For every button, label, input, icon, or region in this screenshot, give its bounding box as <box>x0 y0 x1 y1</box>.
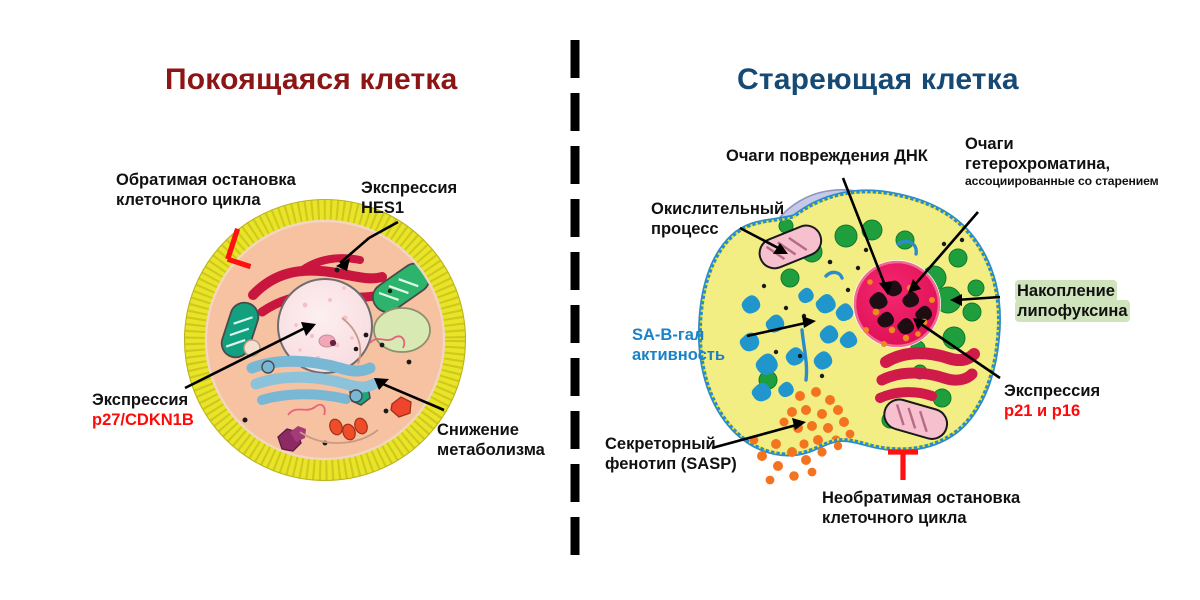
inhibition-marker-left <box>225 227 252 270</box>
label-hes1-line2: HES1 <box>361 199 405 218</box>
ribosome-dots-senescent <box>761 237 965 379</box>
senescent-cell-illustration <box>697 189 1001 485</box>
label-hes1-line1: Экспрессия <box>361 179 458 197</box>
cytoskeleton-senescent <box>800 239 918 382</box>
label-reduced-metabolism-line2: метаболизма <box>437 441 545 460</box>
label-reduced-metabolism-line1: Снижение <box>437 421 519 439</box>
label-p27-line1: Экспрессия <box>92 391 189 409</box>
label-sasp: Секреторный фенотип (SASP) <box>605 434 737 474</box>
label-sa-beta-gal-line1: SA-B-гал <box>632 326 705 344</box>
label-reversible-arrest-line2: клеточного цикла <box>116 191 261 210</box>
mrna-quiescent <box>287 335 406 416</box>
label-dna-damage-foci: Очаги повреждения ДНК <box>726 146 928 166</box>
label-p27-line2: p27/CDKN1B <box>92 411 194 430</box>
membrane-beads-quiescent <box>184 199 466 481</box>
label-heterochromatin-line2: гетерохроматина, <box>965 155 1111 174</box>
label-reduced-metabolism: Снижение метаболизма <box>437 420 545 460</box>
label-sa-beta-gal: SA-B-гал активность <box>632 325 725 365</box>
heterochromatin-foci <box>869 280 933 335</box>
label-oxidative-process: Окислительный процесс <box>651 199 784 239</box>
inhibition-marker-right <box>888 449 918 480</box>
label-reversible-arrest-line1: Обратимая остановка <box>116 171 296 189</box>
label-p21-p16-line1: Экспрессия <box>1004 382 1101 400</box>
label-heterochromatin-line3: ассоциированные со старением <box>965 174 1159 189</box>
label-p21-p16-expression: Экспрессия p21 и p16 <box>1004 381 1100 421</box>
label-dna-damage-foci-line1: Очаги повреждения ДНК <box>726 147 928 165</box>
label-irreversible-arrest-line1: Необратимая остановка <box>822 489 1021 507</box>
label-lipofuscin-line2: липофуксина <box>1017 302 1128 321</box>
label-heterochromatin-line1: Очаги <box>965 135 1014 153</box>
sa-beta-gal-deposits <box>739 287 858 402</box>
label-heterochromatin-foci: Очаги гетерохроматина, ассоциированные с… <box>965 134 1159 189</box>
cytoskeleton-quiescent <box>299 317 379 444</box>
panel-title-quiescent: Покоящаяся клетка <box>165 63 458 96</box>
nucleus-senescent <box>853 260 941 348</box>
label-lipofuscin-accumulation: Накопление липофуксина <box>1017 281 1128 321</box>
leader-lines <box>184 177 1001 450</box>
label-hes1-expression: Экспрессия HES1 <box>361 178 457 218</box>
label-sasp-line1: Секреторный <box>605 435 716 453</box>
endoplasmic-reticulum-senescent <box>875 347 980 403</box>
label-lipofuscin-line1: Накопление <box>1017 282 1115 300</box>
ribosome-dots-quiescent <box>242 267 412 446</box>
lipofuscin-granules <box>758 218 985 429</box>
label-oxidative-line2: процесс <box>651 220 719 239</box>
label-p21-p16-line2: p21 и p16 <box>1004 402 1081 421</box>
golgi-apparatus-quiescent <box>246 355 380 405</box>
mitochondria-senescent <box>758 224 949 440</box>
vesicles-quiescent <box>277 396 412 452</box>
dna-damage-foci-dots <box>863 279 935 347</box>
quiescent-cell-illustration <box>183 198 467 482</box>
label-oxidative-line1: Окислительный <box>651 200 785 218</box>
panel-title-senescent: Стареющая клетка <box>737 63 1019 96</box>
label-sasp-line2: фенотип (SASP) <box>605 455 737 474</box>
label-sa-beta-gal-line2: активность <box>632 346 726 365</box>
nucleus-quiescent <box>277 278 373 374</box>
label-irreversible-arrest-line2: клеточного цикла <box>822 509 967 528</box>
label-irreversible-arrest: Необратимая остановка клеточного цикла <box>822 488 1020 528</box>
vacuole-quiescent <box>373 307 431 353</box>
label-p27-expression: Экспрессия p27/CDKN1B <box>92 390 194 430</box>
label-reversible-arrest: Обратимая остановка клеточного цикла <box>116 170 296 210</box>
